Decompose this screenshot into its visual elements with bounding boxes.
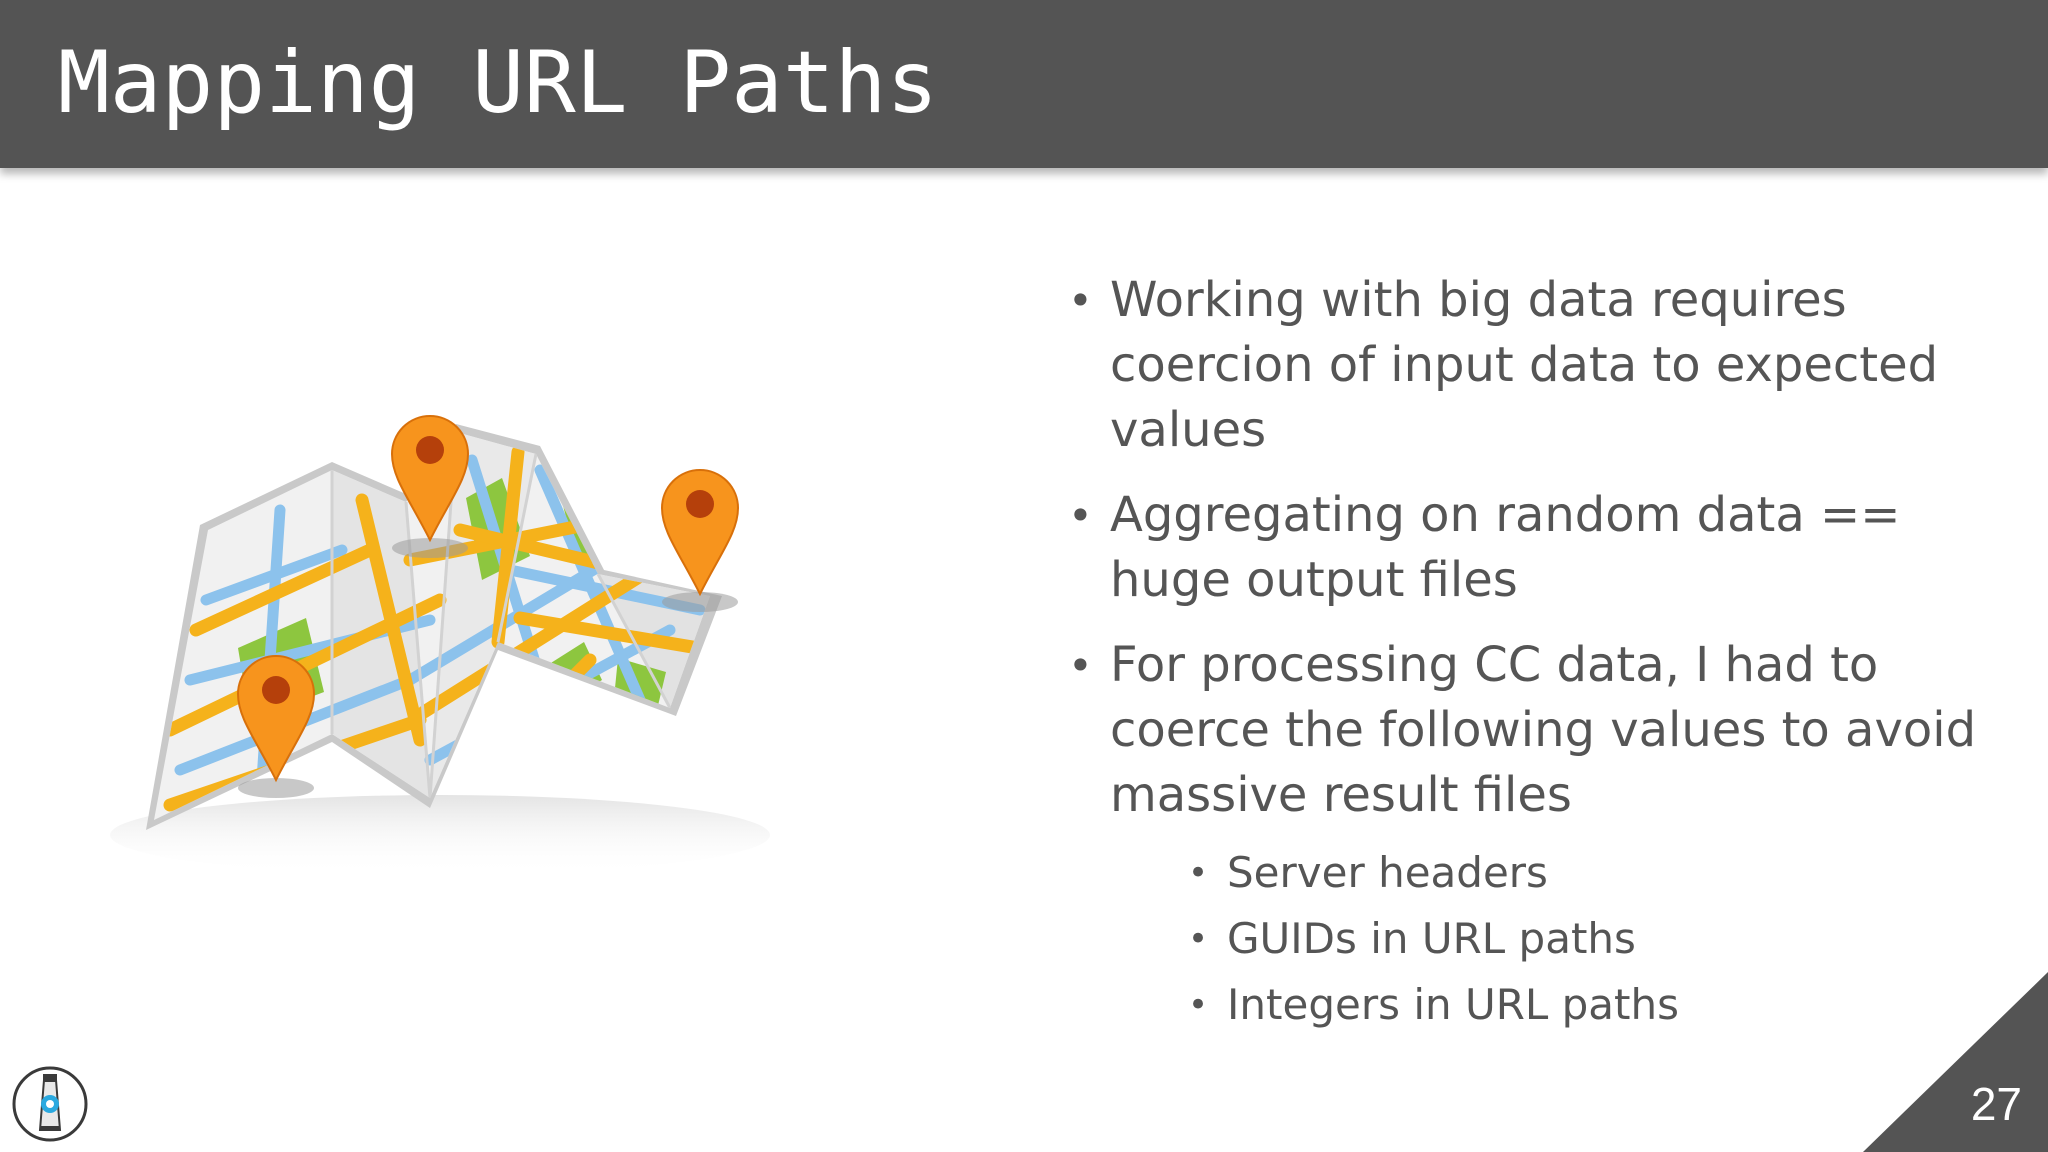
corner-accent <box>1863 972 2048 1152</box>
bullet-marker: • <box>1068 276 1093 325</box>
lighthouse-logo-icon <box>12 1066 88 1142</box>
sub-bullet-list: • Server headers • GUIDs in URL paths • … <box>1110 840 2008 1038</box>
slide-content: • Working with big data requires coercio… <box>1068 268 2008 1058</box>
title-bar: Mapping URL Paths <box>0 0 2048 168</box>
sub-bullet-item: • Integers in URL paths <box>1110 972 2008 1038</box>
sub-bullet-item: • GUIDs in URL paths <box>1110 906 2008 972</box>
bullet-marker: • <box>1188 985 1209 1025</box>
map-pin-icon <box>236 655 316 783</box>
bullet-text: Working with big data requires coercion … <box>1110 272 1939 458</box>
sub-bullet-text: Server headers <box>1227 848 1548 897</box>
bullet-marker: • <box>1188 853 1209 893</box>
sub-bullet-text: GUIDs in URL paths <box>1227 914 1636 963</box>
bullet-marker: • <box>1068 491 1093 540</box>
bullet-list: • Working with big data requires coercio… <box>1068 268 2008 1038</box>
map-pin-icon <box>660 469 740 597</box>
folded-map-icon <box>110 415 770 875</box>
bullet-item: • Aggregating on random data == huge out… <box>1068 483 2008 613</box>
sub-bullet-item: • Server headers <box>1110 840 2008 906</box>
bullet-text: For processing CC data, I had to coerce … <box>1110 637 1977 823</box>
map-pin-icon <box>390 415 470 543</box>
bullet-marker: • <box>1068 641 1093 690</box>
bullet-text: Aggregating on random data == huge outpu… <box>1110 487 1901 608</box>
bullet-item: • Working with big data requires coercio… <box>1068 268 2008 463</box>
page-number: 27 <box>1970 1078 2022 1130</box>
bullet-marker: • <box>1188 919 1209 959</box>
bullet-item: • For processing CC data, I had to coerc… <box>1068 633 2008 1038</box>
slide-title: Mapping URL Paths <box>58 33 939 133</box>
sub-bullet-text: Integers in URL paths <box>1227 980 1679 1029</box>
